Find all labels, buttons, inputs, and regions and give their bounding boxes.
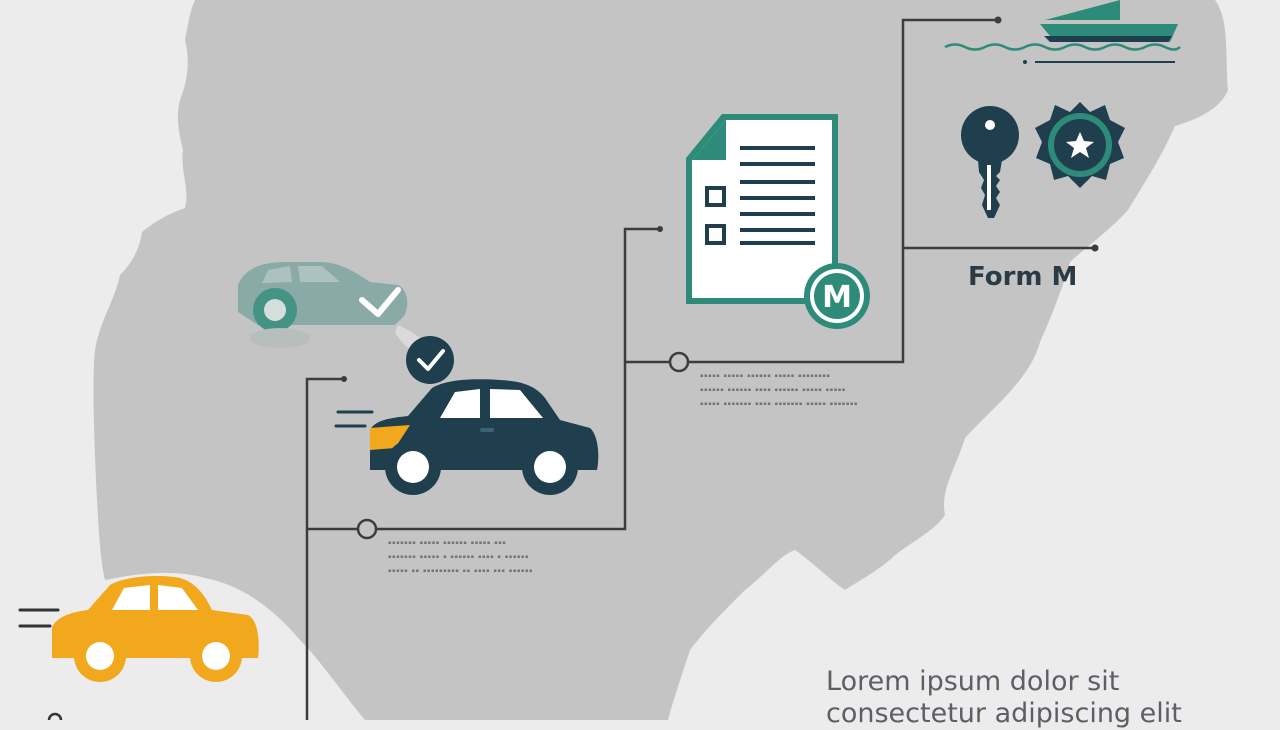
illegible-text-block: ▪▪▪▪▪▪▪ ▪▪▪▪▪ ▪▪▪▪▪▪ ▪▪▪▪▪ ▪▪▪ ▪▪▪▪▪▪▪ ▪…	[388, 538, 534, 577]
connector-line-1	[305, 377, 344, 720]
ship-icon	[944, 0, 1181, 64]
document-icon	[686, 114, 838, 304]
illegible-text-block: ▪▪▪▪▪ ▪▪▪▪▪ ▪▪▪▪▪▪ ▪▪▪▪▪ ▪▪▪▪▪▪▪▪ ▪▪▪▪▪▪…	[700, 371, 858, 410]
connector-node	[668, 351, 690, 373]
connector-line-3	[625, 18, 998, 364]
check-icon	[359, 287, 401, 317]
caption-line-2: consectetur adipiscing elit	[826, 698, 1182, 729]
connector-dot	[341, 376, 347, 382]
connector-dot	[657, 226, 663, 232]
connector-dot	[1091, 244, 1099, 252]
navy-car-icon	[334, 379, 599, 495]
connector-line-2	[307, 227, 660, 531]
form-label: Form M	[968, 262, 1078, 292]
yellow-car-icon	[18, 576, 259, 682]
connector-node	[356, 518, 378, 540]
key-icon	[961, 106, 1019, 218]
partial-node	[47, 712, 63, 720]
caption: Lorem ipsum dolor sit consectetur adipis…	[826, 666, 1246, 730]
connector-dot	[994, 16, 1002, 24]
map-region	[93, 0, 1228, 720]
teal-car-icon	[238, 262, 408, 348]
police-badge-icon	[1035, 102, 1125, 188]
check-badge-icon	[406, 336, 454, 384]
connector-lines	[305, 18, 1095, 720]
form-badge-letter: M	[822, 280, 852, 315]
form-badge: M	[804, 263, 870, 329]
caption-line-1: Lorem ipsum dolor sit	[826, 666, 1120, 697]
